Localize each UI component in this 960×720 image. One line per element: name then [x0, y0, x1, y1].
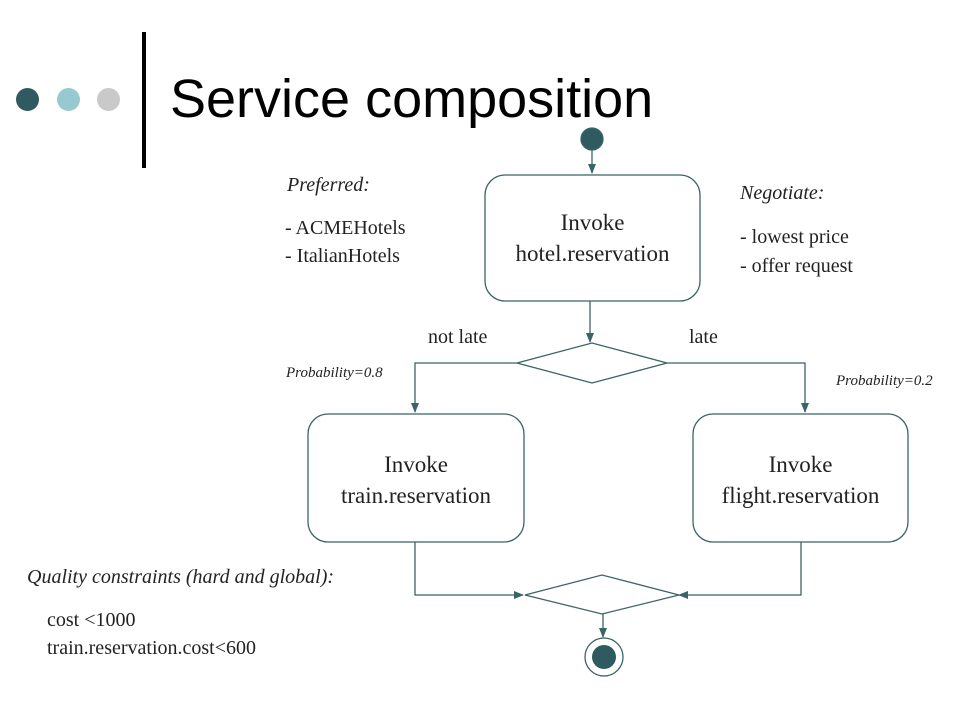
flight-activity-label: Invoke flight.reservation [693, 449, 908, 511]
negotiate-item-2: - offer request [740, 255, 853, 277]
title-divider [142, 32, 146, 168]
merge-diamond [524, 574, 680, 615]
flight-activity-line2: flight.reservation [721, 483, 880, 508]
hotel-activity-line2: hotel.reservation [515, 241, 670, 266]
hotel-activity-line1: Invoke [560, 210, 625, 235]
edge-flight-merge [678, 542, 802, 599]
decor-dot-teal [57, 88, 80, 111]
probability-left: Probability=0.8 [286, 365, 383, 381]
train-activity-line1: Invoke [384, 452, 448, 477]
quality-item-1: cost <1000 [47, 609, 136, 631]
decision-diamond [514, 342, 670, 384]
branch-label-late: late [689, 326, 718, 348]
decor-dot-dark [16, 88, 39, 111]
hotel-activity-label: Invoke hotel.reservation [485, 207, 700, 269]
preferred-item-1: - ACMEHotels [285, 217, 406, 239]
probability-right: Probability=0.2 [836, 373, 933, 389]
edge-train-merge [414, 542, 524, 599]
quality-item-2: train.reservation.cost<600 [47, 637, 256, 659]
hotel-activity-box[interactable] [484, 174, 701, 302]
edge-not-late [411, 362, 517, 413]
negotiate-heading: Negotiate: [740, 182, 825, 204]
negotiate-item-1: - lowest price [740, 226, 849, 248]
branch-label-not-late: not late [428, 326, 488, 348]
flight-activity-line1: Invoke [768, 452, 833, 477]
start-node [580, 127, 604, 151]
quality-heading: Quality constraints (hard and global): [27, 566, 335, 588]
preferred-item-2: - ItalianHotels [285, 245, 400, 267]
end-node [592, 645, 616, 669]
preferred-heading: Preferred: [287, 174, 370, 196]
decor-dot-gray [97, 88, 120, 111]
train-activity-box[interactable] [307, 413, 525, 543]
train-activity-line2: train.reservation [340, 483, 492, 508]
train-activity-label: Invoke train.reservation [308, 449, 524, 511]
slide-title: Service composition [170, 69, 654, 129]
edge-late [667, 362, 809, 413]
